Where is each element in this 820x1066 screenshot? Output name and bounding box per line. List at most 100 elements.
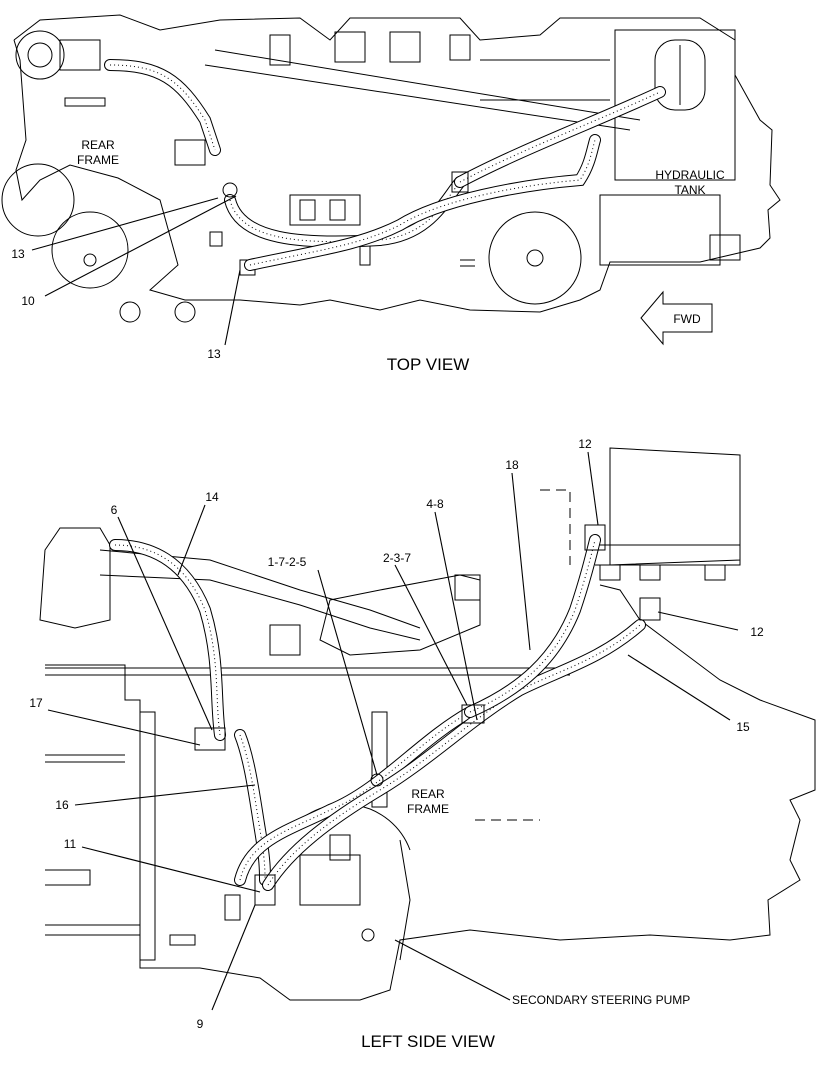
pump-bracket (224, 894, 241, 921)
hydraulic-tank-body (614, 29, 736, 181)
pump-fitting (329, 834, 351, 861)
callout-11: 11 (64, 837, 77, 851)
clamp-lower (209, 231, 223, 247)
rear-frame-label-2: FRAME (77, 153, 119, 167)
front-wheel-hub (526, 249, 544, 267)
fitting-17 (194, 727, 226, 751)
side-tank (609, 447, 741, 566)
callout-13-top: 13 (11, 247, 25, 261)
callout-14: 14 (205, 490, 219, 504)
callout-16: 16 (55, 798, 69, 812)
valve-cap (454, 574, 481, 601)
side-tank-base (595, 544, 741, 566)
callout-2-3-7: 2-3-7 (383, 551, 411, 565)
fitting-11 (254, 874, 276, 906)
secondary-pump-body (299, 854, 361, 906)
pivot-circle-1 (119, 301, 141, 323)
front-wheel (488, 211, 582, 305)
rear-motor (15, 30, 65, 80)
secondary-pump-label: SECONDARY STEERING PUMP (512, 993, 690, 1007)
leader-17 (47, 709, 201, 746)
top-view-top-edge (13, 14, 610, 41)
rear-motor-inner (27, 42, 53, 68)
tank-bracket (709, 234, 741, 261)
hydraulic-tank-label-1: HYDRAULIC (655, 168, 725, 182)
tube-line-2 (204, 64, 631, 131)
leader-14 (177, 504, 206, 576)
elbow-fitting-12 (584, 524, 606, 551)
leader-15 (627, 654, 731, 721)
tank-foot-3 (704, 564, 726, 581)
callout-10: 10 (21, 294, 35, 308)
valve-block (289, 194, 361, 226)
leader-18 (511, 472, 531, 651)
rear-fitting-block (59, 39, 101, 71)
valve-fitting-left (269, 624, 301, 656)
leader-1-7-2-5 (317, 569, 378, 776)
rear-wheel-hub (83, 253, 97, 267)
frame-plate (169, 934, 196, 946)
side-rear-frame-label-1: REAR (411, 787, 445, 801)
side-view-caption: LEFT SIDE VIEW (361, 1032, 495, 1051)
leader-12-top (587, 451, 599, 526)
elbow-fitting (174, 139, 206, 166)
top-view-frame-outline (13, 17, 781, 313)
fwd-arrow (640, 290, 713, 346)
pump-housing-right (399, 839, 411, 961)
side-rear-frame-label-2: FRAME (407, 802, 449, 816)
valve-fitting-a (299, 199, 316, 221)
frame-post-left (139, 711, 156, 961)
leader-13a (31, 197, 219, 251)
top-view: REAR FRAME HYDRAULIC TANK FWD 13 10 13 T… (1, 14, 781, 374)
tank-foot-2 (639, 564, 661, 581)
side-rear-motor (39, 527, 111, 629)
valve-assembly (319, 574, 481, 656)
tank-lower-box (599, 194, 721, 266)
top-view-hoses (104, 59, 666, 271)
callout-15: 15 (736, 720, 750, 734)
rear-wheel-center (51, 211, 129, 289)
leader-16 (74, 784, 256, 806)
callout-6: 6 (111, 503, 118, 517)
leader-6 (117, 516, 213, 731)
pump-drain (361, 928, 375, 942)
callout-18: 18 (505, 458, 519, 472)
fwd-label: FWD (673, 312, 701, 326)
callout-4-8: 4-8 (426, 497, 444, 511)
side-tube-1 (99, 549, 421, 629)
tank-filler (654, 39, 706, 111)
upper-fitting-4 (449, 34, 471, 61)
hose-clamp-mid (451, 171, 469, 193)
leader-secondary-pump (394, 939, 511, 1001)
rear-wheel-left (1, 163, 75, 237)
tube-line-1 (214, 49, 641, 121)
callout-13-bottom: 13 (207, 347, 221, 361)
leader-4-8 (434, 511, 478, 721)
upper-fitting-2 (334, 31, 366, 63)
top-view-caption: TOP VIEW (387, 355, 470, 374)
side-view: REAR FRAME SECONDARY STEERING PUMP 6 14 … (29, 437, 816, 1051)
callout-12-right: 12 (750, 625, 764, 639)
upper-fitting-3 (389, 31, 421, 63)
leader-11 (81, 846, 261, 893)
frame-notch (45, 869, 91, 886)
side-view-frame-outline (45, 584, 816, 1001)
leader-9 (211, 904, 256, 1011)
callout-1-7-2-5: 1-7-2-5 (268, 555, 307, 569)
callout-17: 17 (29, 696, 43, 710)
hose-clamp-top (222, 182, 238, 198)
rear-frame-label-1: REAR (81, 138, 115, 152)
clamp-4-8 (461, 704, 485, 724)
leader-2-3-7 (394, 564, 468, 706)
leader-12-right (657, 611, 739, 631)
rear-plate (64, 97, 106, 107)
pivot-circle-2 (174, 301, 196, 323)
callout-9: 9 (197, 1017, 204, 1031)
hydraulic-tank-label-2: TANK (674, 183, 705, 197)
leader-10 (44, 195, 237, 297)
upper-fitting-1 (269, 34, 291, 66)
side-tank-hidden-line (540, 489, 571, 565)
side-tube-2 (99, 574, 421, 641)
